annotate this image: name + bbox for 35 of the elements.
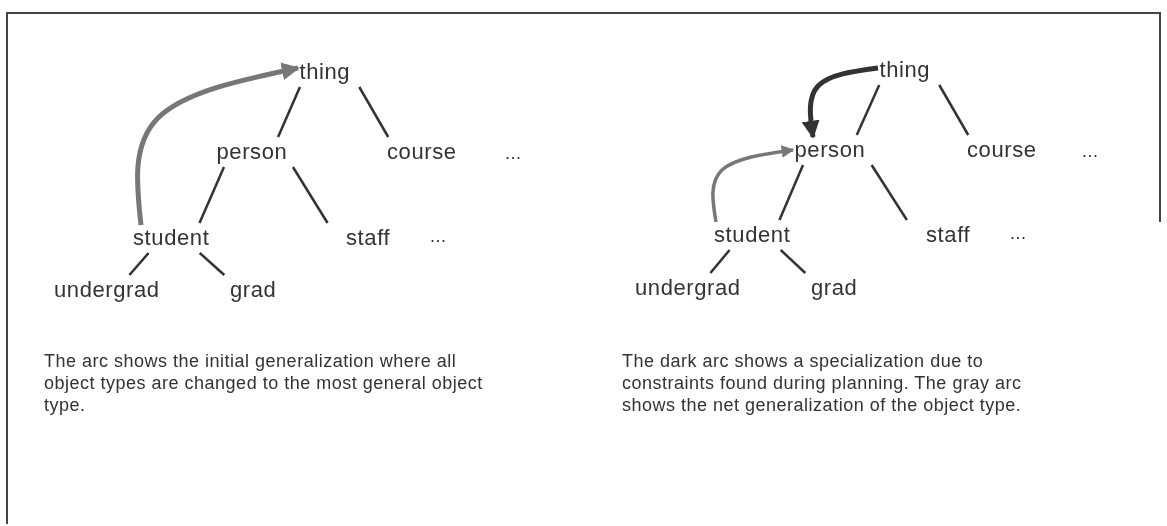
type-label: thing [877,57,933,83]
type-label: undergrad [52,277,162,303]
type-label: staff [344,225,393,251]
type-label: student [131,225,212,251]
tree-line [779,249,807,274]
tree-line [938,84,970,136]
caption-text: The dark arc shows a specialization due to constraints found during planning. The gray arc shows the net generalization of the object type. [622,350,1023,416]
tree-line [870,164,908,221]
curved-arrow [801,65,879,139]
tree-line [128,252,150,276]
type-label: course [385,139,459,165]
tree-line [709,249,731,274]
type-label: person [792,137,868,163]
tree-line [276,86,302,138]
curved-arrow [711,145,795,223]
type-label: staff [924,222,973,248]
ellipsis-text: ... [1082,140,1099,162]
caption-text: The arc shows the initial generalization where all object types are changed to the most general object type. [44,350,484,416]
type-label: undergrad [633,275,743,301]
type-label: student [712,222,793,248]
tree-line [198,166,226,224]
type-label: grad [228,277,279,303]
tree-line [855,84,881,136]
tree-line [778,164,805,221]
ellipsis-text: ... [505,142,522,164]
type-label: person [214,139,290,165]
type-label: thing [297,59,353,85]
tree-line [198,252,226,276]
ellipsis-text: ... [430,225,447,247]
tree-line [291,166,329,224]
type-label: grad [809,275,860,301]
ellipsis-text: ... [1010,222,1027,244]
curved-arrow [135,62,300,226]
type-label: course [965,137,1039,163]
tree-line [358,86,390,138]
